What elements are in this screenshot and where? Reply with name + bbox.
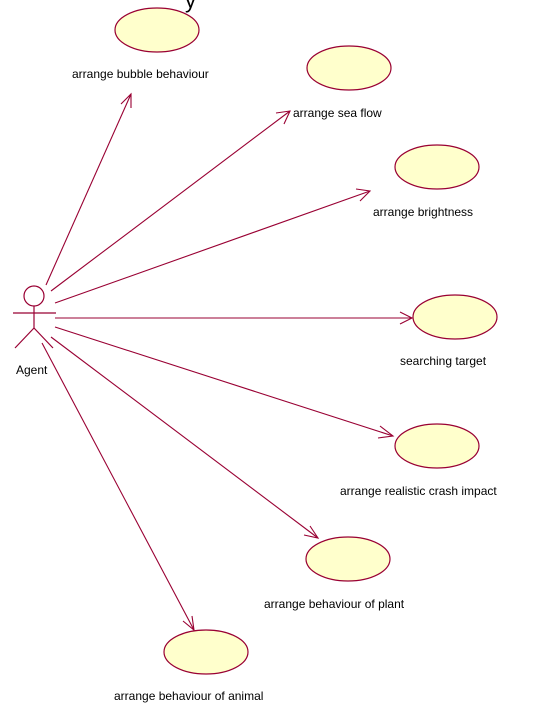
arrowhead bbox=[275, 110, 291, 125]
association-line bbox=[50, 336, 319, 539]
arrowhead bbox=[377, 425, 395, 439]
usecase-label: arrange bubble behaviour bbox=[72, 67, 209, 81]
association-line bbox=[50, 110, 291, 292]
arrowhead bbox=[120, 92, 132, 108]
actor-left-leg bbox=[14, 327, 35, 349]
actor-label: Agent bbox=[16, 363, 48, 377]
association-uc5 bbox=[54, 326, 395, 439]
usecase-arrange-brightness[interactable]: arrange brightness bbox=[373, 144, 480, 219]
actor-agent[interactable]: Agent bbox=[13, 285, 56, 377]
association-line bbox=[41, 342, 195, 631]
association-line bbox=[54, 190, 371, 304]
usecase-arrange-sea-flow[interactable]: arrange sea flow bbox=[293, 45, 392, 120]
usecase-ellipse bbox=[394, 144, 480, 190]
association-uc2 bbox=[50, 110, 291, 292]
association-uc7 bbox=[41, 342, 195, 632]
usecase-label: arrange behaviour of animal bbox=[114, 689, 263, 703]
usecase-arrange-bubble-behaviour[interactable]: arrange bubble behaviour bbox=[72, 7, 209, 81]
actor-head bbox=[23, 285, 45, 307]
association-uc4 bbox=[55, 311, 414, 325]
usecase-ellipse bbox=[412, 294, 498, 340]
usecase-ellipse bbox=[305, 536, 391, 582]
arrowhead bbox=[182, 615, 195, 632]
usecase-arrange-behaviour-of-plant[interactable]: arrange behaviour of plant bbox=[264, 536, 405, 611]
usecase-searching-target[interactable]: searching target bbox=[400, 294, 498, 368]
associations bbox=[41, 92, 414, 632]
arrowhead bbox=[399, 311, 414, 325]
usecase-label: arrange sea flow bbox=[293, 106, 382, 120]
association-uc3 bbox=[54, 188, 372, 304]
usecase-ellipse bbox=[163, 629, 249, 675]
association-line bbox=[45, 93, 132, 286]
association-uc1 bbox=[45, 92, 132, 286]
arrowhead bbox=[355, 188, 372, 202]
usecase-ellipse bbox=[306, 45, 392, 91]
usecase-arrange-behaviour-of-animal[interactable]: arrange behaviour of animal bbox=[114, 629, 263, 703]
usecase-label: arrange behaviour of plant bbox=[264, 597, 405, 611]
association-line bbox=[54, 326, 394, 437]
usecase-arrange-realistic-crash-impact[interactable]: arrange realistic crash impact bbox=[340, 423, 497, 498]
usecase-label: searching target bbox=[400, 354, 487, 368]
actor-right-leg bbox=[33, 327, 54, 349]
arrowhead bbox=[303, 525, 320, 539]
usecase-ellipse bbox=[394, 423, 480, 469]
header-fragment: y bbox=[185, 0, 196, 13]
usecase-ellipse bbox=[114, 7, 200, 53]
usecase-label: arrange brightness bbox=[373, 205, 473, 219]
association-uc6 bbox=[50, 336, 320, 539]
usecase-label: arrange realistic crash impact bbox=[340, 484, 497, 498]
